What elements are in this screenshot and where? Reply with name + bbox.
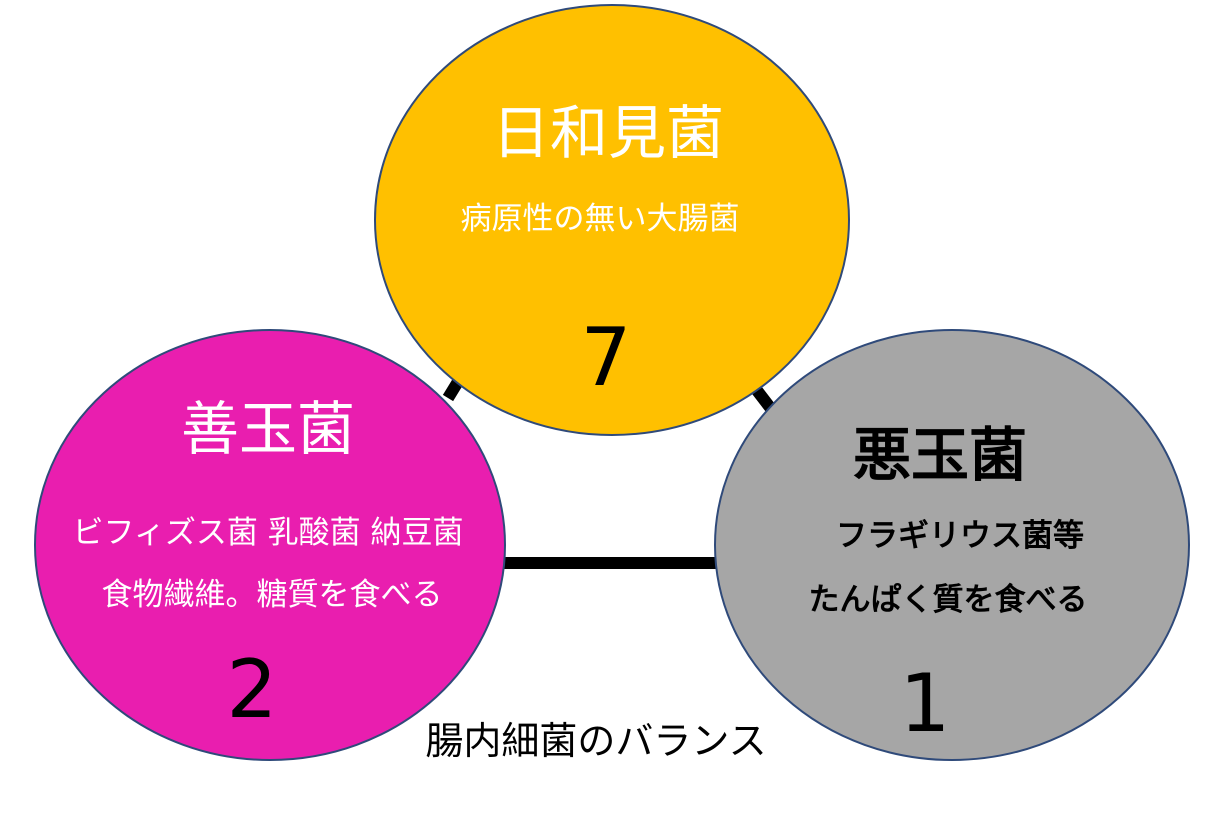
good-bacteria-title: 善玉菌 — [180, 395, 356, 463]
neutral-bacteria-circle — [374, 4, 850, 436]
neutral-bacteria-ratio: 7 — [580, 311, 632, 404]
good-bacteria-description-line-1: ビフィズス菌 乳酸菌 納豆菌 — [72, 515, 464, 551]
bad-bacteria-description-line-1: フラギリウス菌等 — [836, 518, 1084, 554]
good-bacteria-description-line-2: 食物繊維。糖質を食べる — [101, 577, 443, 613]
diagram-caption: 腸内細菌のバランス — [425, 719, 767, 763]
neutral-bacteria-title: 日和見菌 — [491, 99, 725, 167]
good-bacteria-circle — [34, 329, 506, 761]
neutral-bacteria-description: 病原性の無い大腸菌 — [460, 201, 740, 237]
bad-bacteria-circle — [714, 329, 1190, 761]
good-bacteria-ratio: 2 — [226, 643, 278, 736]
bad-bacteria-description-line-2: たんぱく質を食べる — [808, 582, 1088, 618]
bad-bacteria-ratio: 1 — [899, 657, 951, 750]
bad-bacteria-title: 悪玉菌 — [852, 421, 1028, 489]
